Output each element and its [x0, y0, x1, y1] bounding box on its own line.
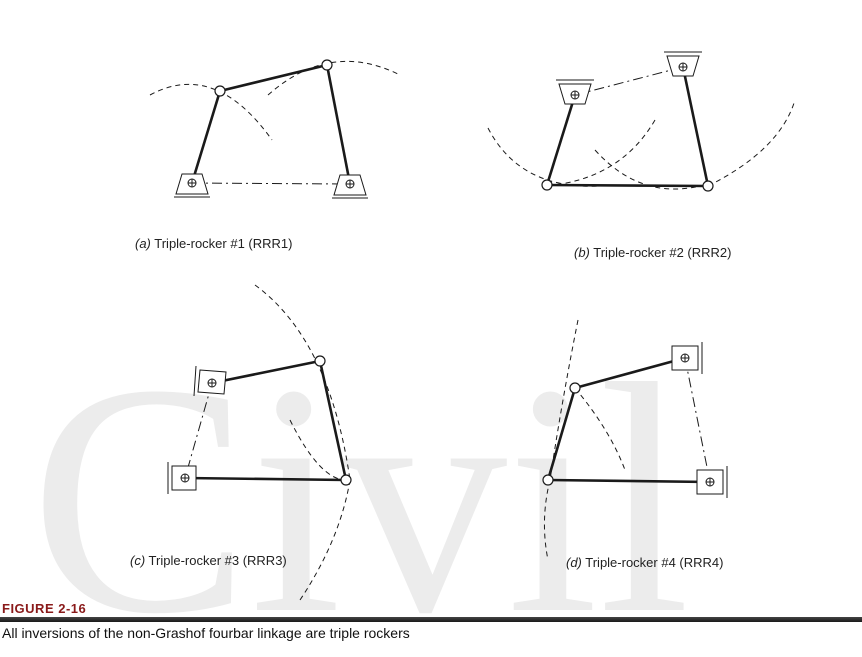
figure-divider	[0, 617, 862, 622]
ground-link	[184, 382, 213, 479]
ground-pivot-icon	[193, 365, 227, 397]
joint	[214, 85, 226, 97]
arc-path	[574, 387, 626, 471]
joint	[541, 179, 553, 191]
ground-pivot-icon	[671, 342, 703, 374]
ground-pivot-icon	[664, 51, 702, 77]
joint	[340, 474, 352, 486]
panel-b-caption: (b) Triple-rocker #2 (RRR2)	[574, 245, 731, 260]
link	[545, 94, 577, 186]
link	[574, 356, 686, 390]
panel-b-tag: (b)	[574, 245, 590, 260]
joint	[321, 59, 333, 71]
link	[547, 478, 711, 484]
ground-pivot-icon	[332, 174, 368, 199]
panel-a-title: Triple-rocker #1 (RRR1)	[150, 236, 293, 251]
arc-path	[487, 127, 601, 187]
figure-label: FIGURE 2-16	[2, 601, 87, 616]
joint	[542, 474, 554, 486]
arc-path	[543, 479, 551, 561]
link	[219, 63, 328, 93]
panel-c-title: Triple-rocker #3 (RRR3)	[145, 553, 287, 568]
ground-link	[574, 66, 684, 96]
link	[318, 360, 348, 481]
ground-pivot-icon	[556, 79, 594, 105]
arc-path	[707, 99, 796, 187]
link	[681, 66, 710, 187]
link	[546, 183, 709, 188]
link	[211, 359, 321, 385]
link	[325, 64, 352, 185]
panel-b-diagram	[487, 51, 796, 192]
panel-b-title: Triple-rocker #2 (RRR2)	[589, 245, 732, 260]
panel-d-diagram	[542, 319, 728, 561]
ground-pivot-icon	[174, 173, 210, 198]
link	[184, 476, 347, 482]
arc-path	[549, 319, 579, 481]
link	[546, 387, 577, 481]
joint	[702, 180, 714, 192]
panel-d-title: Triple-rocker #4 (RRR4)	[581, 555, 724, 570]
arc-path	[299, 479, 351, 601]
panel-a-diagram	[149, 59, 401, 199]
joint	[569, 382, 581, 394]
panel-c-diagram	[167, 284, 352, 601]
arc-path	[289, 419, 347, 481]
arc-path	[544, 119, 656, 187]
arc-path	[149, 83, 273, 141]
ground-link	[684, 357, 711, 483]
panel-c-tag: (c)	[130, 553, 146, 568]
joint	[314, 355, 326, 367]
panel-a-tag: (a)	[135, 236, 151, 251]
panel-d-tag: (d)	[566, 555, 582, 570]
watermark-text: Civil	[30, 317, 690, 657]
panel-a-caption: (a) Triple-rocker #1 (RRR1)	[135, 236, 292, 251]
ground-pivot-icon	[167, 462, 197, 494]
ground-pivot-icon	[696, 466, 728, 498]
arc-path	[267, 60, 401, 96]
panel-c-caption: (c) Triple-rocker #3 (RRR3)	[130, 553, 287, 568]
arc-path	[594, 149, 701, 190]
panel-d-caption: (d) Triple-rocker #4 (RRR4)	[566, 555, 723, 570]
figure-caption: All inversions of the non-Grashof fourba…	[2, 625, 410, 641]
link	[190, 90, 222, 184]
ground-link	[191, 182, 351, 185]
